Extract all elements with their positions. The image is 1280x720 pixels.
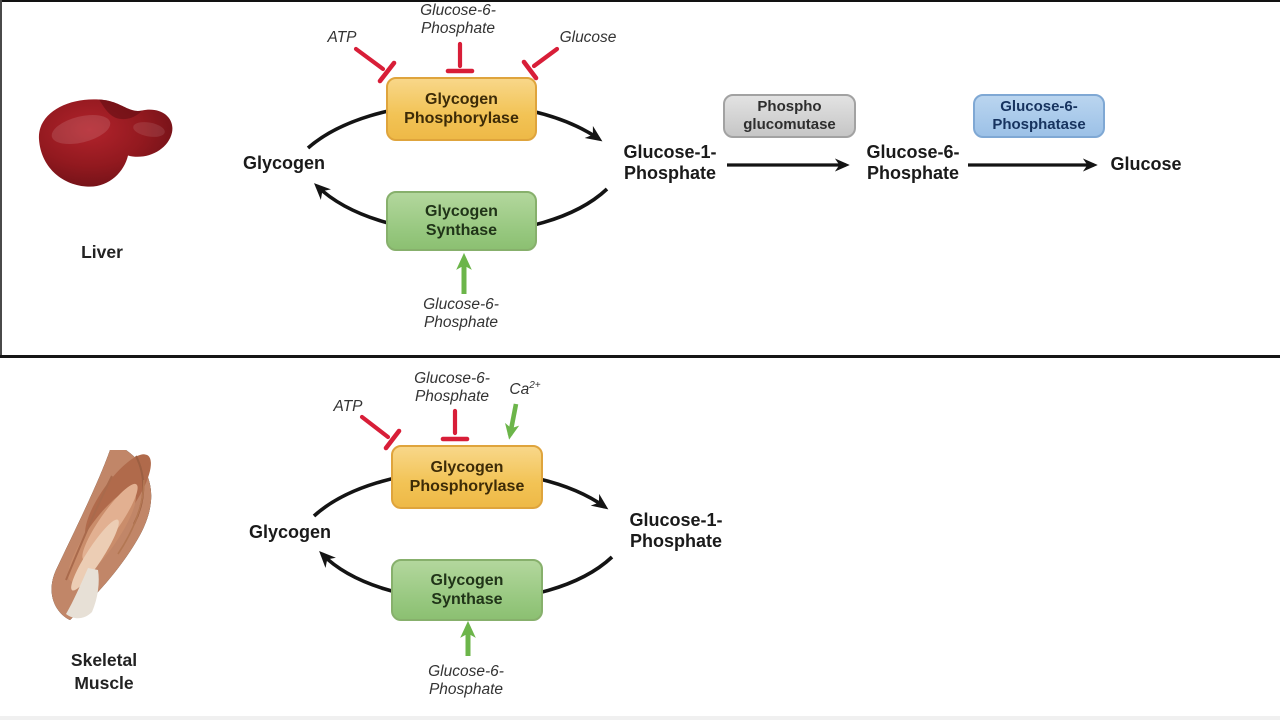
liver-glycogen-phosphorylase-box: Glycogen Phosphorylase xyxy=(386,77,537,141)
liver-glucose-1-phosphate-label: Glucose-1- Phosphate xyxy=(623,142,717,184)
calcium-base: Ca xyxy=(509,381,530,399)
left-frame-line xyxy=(0,0,2,357)
muscle-glycogen-phosphorylase-box: Glycogen Phosphorylase xyxy=(391,445,543,509)
phosphoglucomutase-box: Phospho glucomutase xyxy=(723,94,856,138)
liver-glucose-6-phosphate-label: Glucose-6- Phosphate xyxy=(866,142,960,184)
top-frame-line xyxy=(0,0,1280,2)
muscle-glucose-1-phosphate-label: Glucose-1- Phosphate xyxy=(629,510,723,552)
muscle-g6p-inhibitor-label: Glucose-6- Phosphate xyxy=(414,370,490,406)
liver-label: Liver xyxy=(81,242,123,262)
section-divider xyxy=(0,355,1280,358)
liver-glucose-inhibitor-label: Glucose xyxy=(559,29,617,46)
liver-glucose-label: Glucose xyxy=(1110,154,1182,174)
liver-atp-inhibitor-label: ATP xyxy=(327,29,357,46)
bottom-strip xyxy=(0,716,1280,720)
muscle-glycogen-label: Glycogen xyxy=(248,522,332,542)
muscle-activation-arrows xyxy=(460,403,520,656)
calcium-superscript: 2+ xyxy=(529,380,541,391)
glucose-6-phosphatase-box: Glucose-6- Phosphatase xyxy=(973,94,1105,138)
muscle-glycogen-synthase-box: Glycogen Synthase xyxy=(391,559,543,621)
skeletal-muscle-label: Skeletal Muscle xyxy=(70,650,138,693)
muscle-calcium-activator-label: Ca2+ xyxy=(495,380,555,399)
muscle-g6p-activator-label: Glucose-6- Phosphate xyxy=(428,663,504,699)
muscle-atp-inhibitor-label: ATP xyxy=(333,398,363,415)
liver-inhibition-arrows xyxy=(353,41,560,84)
muscle-inhibition-arrows xyxy=(359,408,470,451)
liver-g6p-activator-label: Glucose-6- Phosphate xyxy=(423,296,499,332)
liver-glycogen-synthase-box: Glycogen Synthase xyxy=(386,191,537,251)
liver-glycogen-label: Glycogen xyxy=(242,153,326,173)
skeletal-muscle-illustration xyxy=(40,450,173,628)
liver-g6p-inhibitor-label: Glucose-6- Phosphate xyxy=(420,2,496,38)
liver-illustration xyxy=(38,99,173,187)
